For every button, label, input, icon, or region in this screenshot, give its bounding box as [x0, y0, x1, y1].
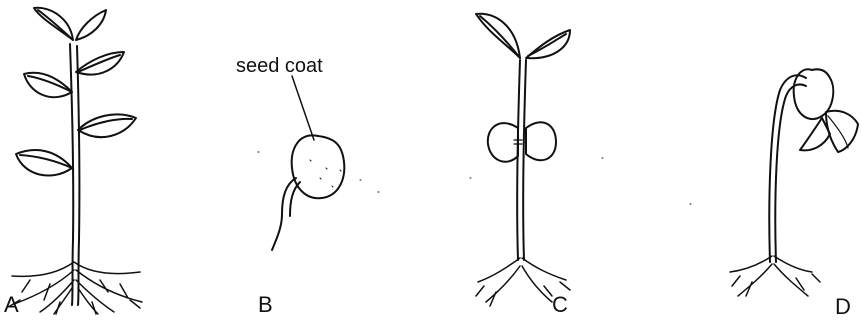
print-specks — [258, 152, 691, 204]
plant-a-leaf — [16, 150, 72, 175]
plant-a-leaf — [78, 114, 136, 137]
plant-b-radicle — [272, 178, 296, 250]
stage-label-c: C — [552, 294, 568, 316]
seed-coat-pointer — [292, 76, 314, 140]
seed-coat-label: seed coat — [236, 56, 323, 76]
plant-a-stem — [70, 44, 73, 305]
plant-c-leaf — [476, 14, 520, 58]
stage-label-b: B — [258, 294, 273, 316]
plant-c-illustration — [476, 14, 570, 306]
plant-a-illustration — [10, 8, 142, 314]
plant-d-illustration — [730, 69, 858, 296]
seed-coat — [292, 135, 345, 198]
plant-c-cotyledon — [488, 123, 518, 162]
plant-d-leaf — [826, 111, 858, 152]
stage-label-a: A — [4, 294, 19, 316]
plant-b-illustration — [272, 76, 344, 250]
stage-label-d: D — [835, 296, 851, 318]
plant-c-stem — [517, 60, 520, 260]
plant-b-speckles — [310, 160, 341, 187]
plant-c-cotyledon — [526, 122, 556, 160]
plant-a-roots — [10, 262, 142, 314]
plant-d-leaf — [800, 118, 830, 150]
